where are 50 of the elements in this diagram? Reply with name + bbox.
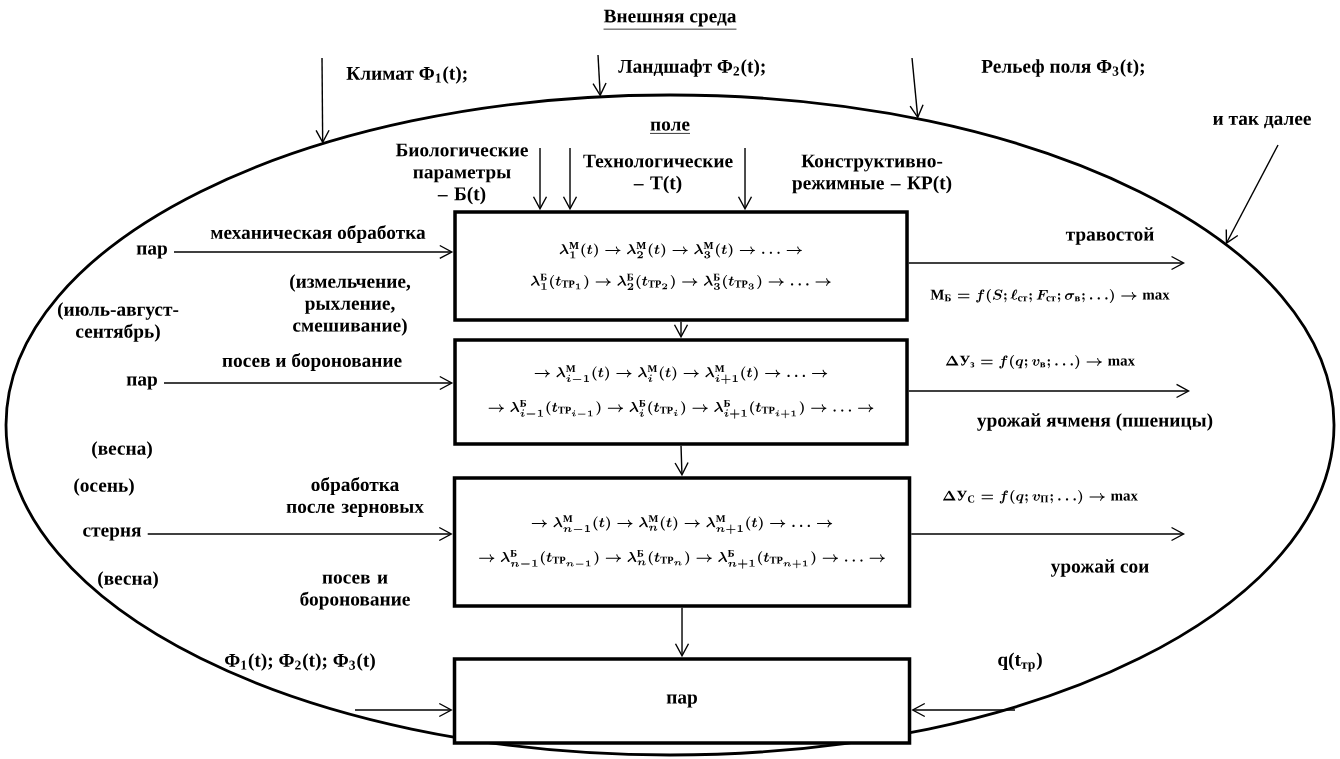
field-state-label: пар bbox=[136, 245, 167, 259]
arrow bbox=[562, 147, 578, 211]
process-box: $\lambda_1^{\text{М}}(t)\to\lambda_2^{\text{М}}(t)\to\lambda_3^{\text{М}}(t)\to\ldots\to$ $\lambda_1^{\text{Б}}(t_{\text{ТР}_1})\to\lambda_2^{\text{Б}}(t_{\text{ТР}_2})\to\lambda_3^{\text{Б}}(t_{\text{ТР}_3})\to\ldots\to$ bbox=[453, 210, 909, 322]
edge-label: урожай ячменя (пшеницы) bbox=[977, 413, 1213, 431]
edge-label: обработка после зерновых bbox=[286, 477, 424, 517]
edge-label: и так далее bbox=[1213, 115, 1311, 129]
season-note: (осень) bbox=[74, 478, 134, 496]
edge-label: посев и боронование bbox=[222, 353, 402, 371]
edge-label: q(t$_{тр}$) bbox=[998, 652, 1042, 672]
arrow bbox=[909, 57, 924, 119]
arrow bbox=[532, 147, 548, 211]
process-box: $\to\lambda_{i-1}^{\text{М}}(t)\to\lambda_i^{\text{М}}(t)\to\lambda_{i+1}^{\text{М}}(t)\to\ldots\to$ $\to\lambda_{i-1}^{\text{Б}}(t_{\text{ТР}_{i-1}})\to\lambda_i^{\text{Б}}(t_{\text{ТР}_i})\to\lambda_{i+1}^{\text{Б}}(t_{\text{ТР}_{i+1}})\to\ldots\to$ bbox=[453, 338, 909, 446]
note-text: Конструктивно-режимные – КР(t) bbox=[792, 154, 952, 194]
edge-label: травостой bbox=[1065, 227, 1154, 245]
arrow bbox=[592, 54, 607, 97]
arrow bbox=[163, 375, 454, 391]
arrow bbox=[910, 526, 1186, 542]
field-state-label: стерня bbox=[83, 527, 141, 541]
arrow bbox=[737, 147, 753, 211]
arrow bbox=[911, 702, 1016, 718]
note-text: Технологические – Т(t) bbox=[583, 154, 733, 194]
edge-label: Рельеф поля Φ$_{3}$(t); bbox=[981, 59, 1144, 77]
arrow bbox=[673, 321, 689, 339]
edge-label: механическая обработка bbox=[210, 225, 426, 243]
note-text: (измельчение, рыхление, смешивание) bbox=[290, 274, 411, 336]
arrow bbox=[674, 607, 690, 658]
edge-label: Ландшафт Φ$_{2}$(t); bbox=[618, 59, 765, 77]
title: Внешняя среда bbox=[603, 9, 737, 30]
arrow bbox=[315, 57, 330, 144]
arrow bbox=[147, 526, 453, 542]
formula: $\Delta\text{У}_{\text{С}}=f(q;v_{\text{П}};\ldots)\to\max$ bbox=[942, 490, 1138, 504]
process-box: $\to\lambda_{n-1}^{\text{М}}(t)\to\lambda_n^{\text{М}}(t)\to\lambda_{n+1}^{\text{М}}(t)\to\ldots\to$ $\to\lambda_{n-1}^{\text{Б}}(t_{\text{ТР}_{n-1}})\to\lambda_n^{\text{Б}}(t_{\text{ТР}_n})\to\lambda_{n+1}^{\text{Б}}(t_{\text{ТР}_{n+1}})\to\ldots\to$ bbox=[452, 476, 912, 608]
field-state-label: пар bbox=[126, 376, 157, 390]
season-note: (весна) bbox=[98, 571, 158, 589]
arrow bbox=[908, 383, 1191, 399]
note-text: Биологические параметры – Б(t) bbox=[395, 143, 528, 205]
formula: $\Delta\text{У}_{\text{з}}=f(q;v_{\text{в}};\ldots)\to\max$ bbox=[945, 355, 1135, 369]
process-box: пар bbox=[452, 657, 912, 745]
edge-label: урожай сои bbox=[1050, 559, 1149, 577]
arrow bbox=[354, 702, 453, 718]
season-note: (июль-август-сентябрь) bbox=[57, 302, 179, 342]
edge-label: Климат Φ$_{1}$(t); bbox=[346, 66, 467, 84]
arrow bbox=[173, 244, 454, 260]
arrow bbox=[674, 445, 689, 477]
note-text: посев и боронование bbox=[300, 574, 410, 610]
season-note: (весна) bbox=[92, 441, 152, 459]
formula: $\text{М}_{\text{Б}}=f(S;\ell_{\text{ст}};F_{\text{ст}};\sigma_{\text{в}};\ldots)\to\max$ bbox=[930, 289, 1170, 303]
arrow bbox=[1225, 144, 1279, 245]
edge-label: Φ$_{1}$(t); Φ$_{2}$(t); Φ$_{3}$(t) bbox=[225, 653, 375, 671]
arrow bbox=[908, 255, 1186, 271]
